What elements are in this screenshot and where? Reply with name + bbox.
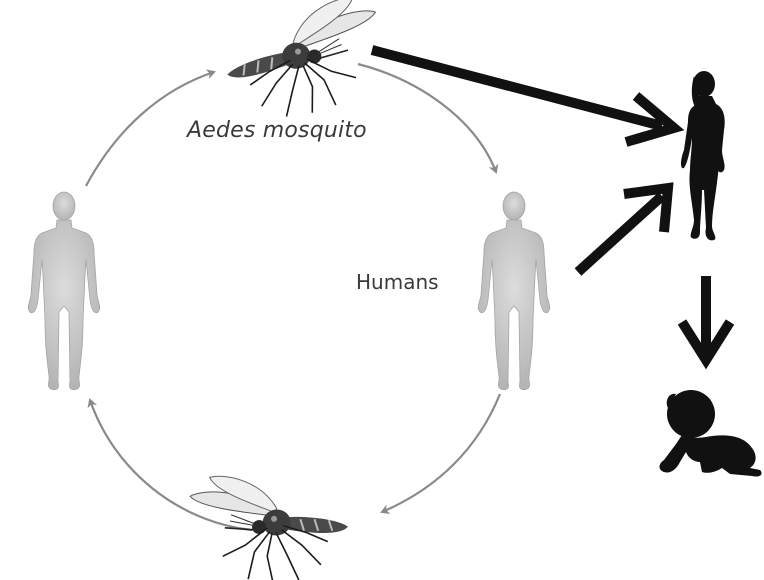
baby-silhouette-icon (660, 390, 762, 477)
human-figure-icon (28, 192, 99, 390)
mosquito-label: Aedes mosquito (187, 118, 367, 143)
mosquito-icon (188, 459, 354, 580)
arrow-human-to-woman (578, 196, 662, 272)
arrow-bottom-mosquito-to-left-human (90, 400, 252, 530)
humans-label: Humans (356, 270, 439, 294)
human-figure-icon (478, 192, 549, 390)
arrow-mosquito-to-woman (372, 50, 662, 126)
black-arrows (372, 50, 730, 360)
arrow-right-human-to-bottom-mosquito (382, 394, 500, 512)
woman-silhouette-icon (681, 71, 725, 240)
mosquito-icon (223, 0, 383, 120)
